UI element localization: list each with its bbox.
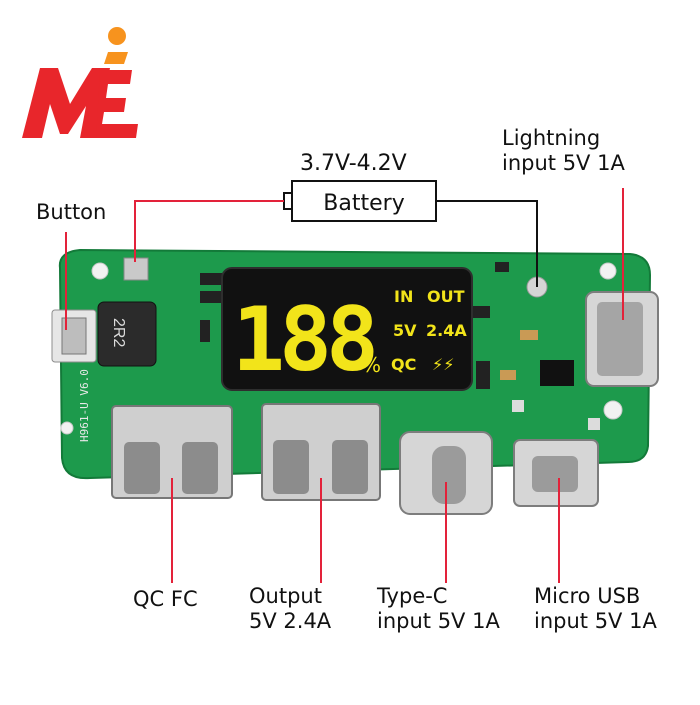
brand-logo [22, 27, 138, 138]
board-marking: H961-U V6.0 [78, 369, 91, 442]
lcd-volt: 5V [393, 321, 417, 340]
mount-hole [91, 262, 109, 280]
lcd-digits: 188 [232, 288, 374, 391]
mount-hole [60, 421, 74, 435]
inductor-marking: 2R2 [110, 318, 127, 347]
usb-c-port [399, 431, 493, 515]
label-output: Output 5V 2.4A [249, 584, 332, 633]
lcd-out: OUT [427, 287, 465, 306]
lcd-qc: QC [391, 355, 416, 374]
lcd-in: IN [394, 287, 413, 306]
usb-a-port-output [261, 403, 381, 501]
battery-positive-wire [436, 200, 538, 287]
label-qc-fc: QC FC [133, 587, 198, 611]
lightning-port [585, 291, 659, 387]
lcd-display [221, 267, 473, 391]
label-button: Button [36, 200, 107, 224]
lcd-percent: % [362, 353, 381, 377]
micro-usb-port [513, 439, 599, 507]
battery-negative-wire [134, 200, 284, 262]
battery-label: Battery [323, 191, 404, 216]
lcd-bolt-icon: ⚡⚡ [432, 355, 454, 374]
label-lightning: Lightning input 5V 1A [502, 126, 625, 175]
label-type-c: Type-C input 5V 1A [377, 584, 500, 633]
usb-a-port-qc [111, 405, 233, 499]
label-micro-usb: Micro USB input 5V 1A [534, 584, 657, 633]
mount-hole [603, 400, 623, 420]
battery-voltage-label: 3.7V-4.2V [300, 151, 407, 176]
inductor [97, 301, 157, 367]
lcd-amp: 2.4A [426, 321, 467, 340]
mount-hole [599, 262, 617, 280]
